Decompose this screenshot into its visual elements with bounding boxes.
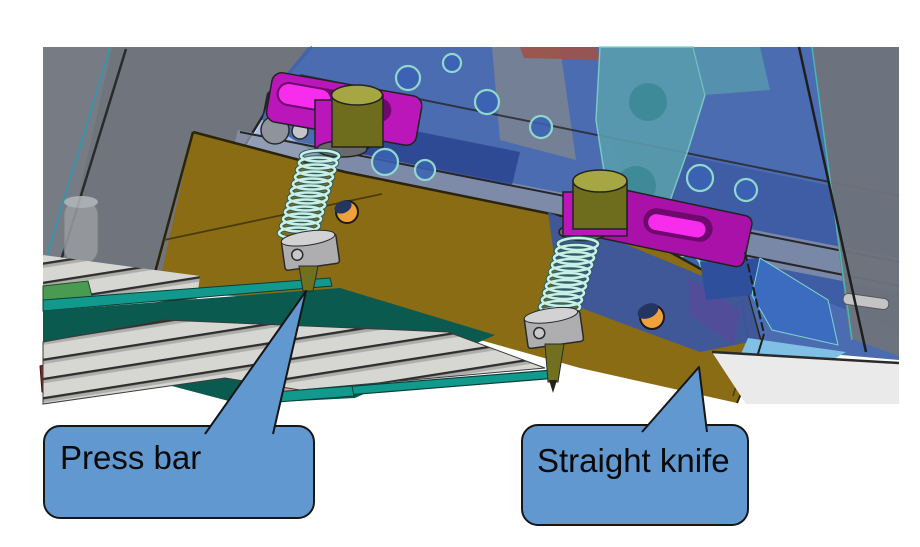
counterbore-hole-right [637, 303, 665, 330]
guide-cylinder [63, 196, 99, 265]
press-bar-assembly-left [265, 72, 423, 292]
callout-label-straight-knife: Straight knife [537, 442, 730, 479]
rod-tip-right [549, 380, 557, 393]
right-frame [700, 46, 899, 372]
callout-pointer [204, 290, 307, 435]
inner-column [492, 47, 576, 160]
red-frame-hint [520, 47, 600, 60]
press-rod-left [298, 265, 319, 292]
press-bar-assembly-right [523, 169, 753, 393]
floor-wedge [711, 350, 900, 404]
callout-press-bar: Press bar [43, 290, 315, 519]
annotations: Press bar Straight knife [43, 290, 749, 526]
collar-left [280, 229, 341, 271]
front-slats [42, 319, 546, 405]
callout-pointer [641, 366, 708, 433]
collar-right [523, 306, 585, 350]
callout-bubble [43, 425, 315, 519]
teal-rail-upper [42, 277, 333, 312]
press-rod-right [544, 343, 565, 383]
callout-straight-knife: Straight knife [521, 366, 749, 526]
slat-table [39, 255, 560, 405]
counterbore-hole-left [334, 200, 359, 224]
callout-label-press-bar: Press bar [60, 439, 201, 476]
callout-bubble [521, 424, 749, 526]
panel-teal-edge [44, 47, 111, 263]
